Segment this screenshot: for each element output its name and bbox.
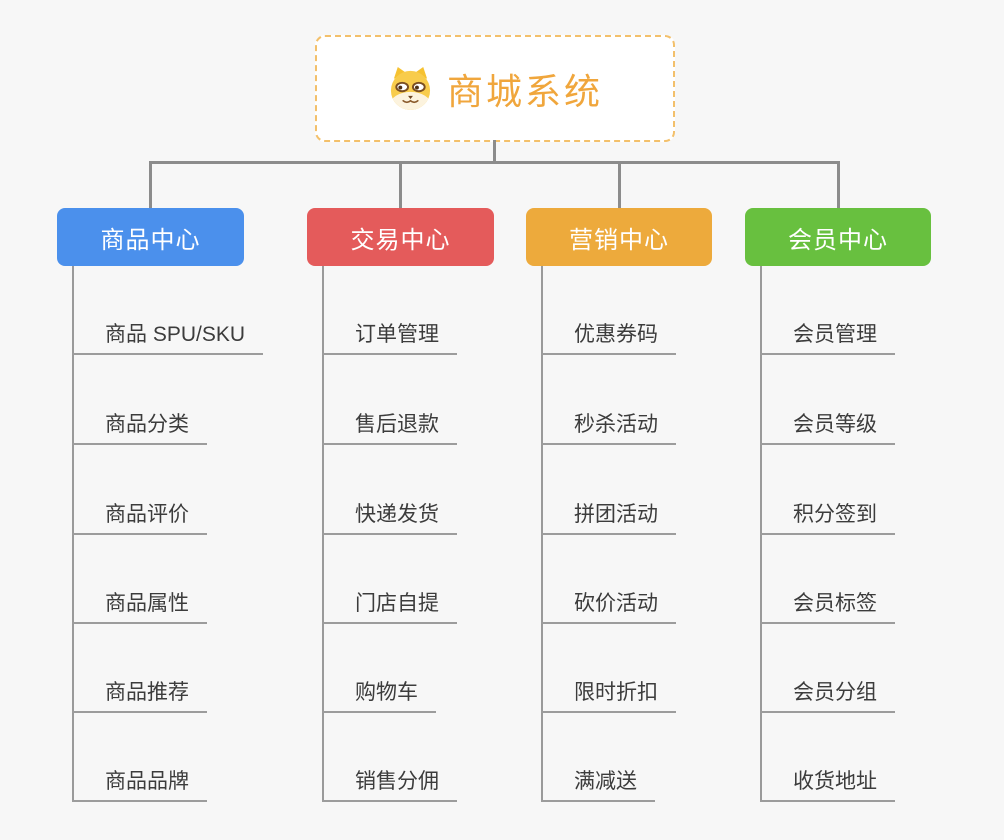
root-title: 商城系统 <box>446 70 603 112</box>
node-item[interactable]: 优惠券码 <box>541 315 676 355</box>
node-item[interactable]: 订单管理 <box>322 315 457 355</box>
node-item[interactable]: 商品 SPU/SKU <box>72 315 264 355</box>
node-item[interactable]: 会员标签 <box>760 584 895 624</box>
branch-label: 营销中心 <box>569 226 669 254</box>
node-item[interactable]: 拼团活动 <box>541 495 676 535</box>
connector-drop-product <box>149 163 152 208</box>
node-item[interactable]: 商品分类 <box>72 405 207 445</box>
node-item[interactable]: 商品推荐 <box>72 673 207 713</box>
node-item[interactable]: 会员等级 <box>760 405 895 445</box>
node-item[interactable]: 购物车 <box>322 673 436 713</box>
root-node[interactable]: 商城系统 <box>315 35 675 142</box>
branch-label: 会员中心 <box>788 226 888 254</box>
node-item[interactable]: 砍价活动 <box>541 584 676 624</box>
doge-icon <box>390 66 431 111</box>
connector-drop-member <box>837 163 840 208</box>
node-item[interactable]: 商品品牌 <box>72 762 207 802</box>
node-item[interactable]: 收货地址 <box>760 762 895 802</box>
node-item[interactable]: 售后退款 <box>322 405 457 445</box>
node-item[interactable]: 限时折扣 <box>541 673 676 713</box>
node-item[interactable]: 会员分组 <box>760 673 895 713</box>
node-item[interactable]: 门店自提 <box>322 584 457 624</box>
node-item[interactable]: 积分签到 <box>760 495 895 535</box>
node-item[interactable]: 满减送 <box>541 762 655 802</box>
branch-label: 商品中心 <box>100 226 201 254</box>
branch-label: 交易中心 <box>350 226 451 254</box>
branch-node-marketing-center[interactable]: 营销中心 <box>526 208 712 266</box>
branch-node-product-center[interactable]: 商品中心 <box>57 208 244 266</box>
node-item[interactable]: 会员管理 <box>760 315 895 355</box>
node-item[interactable]: 快递发货 <box>322 495 457 535</box>
node-item[interactable]: 商品评价 <box>72 495 207 535</box>
branch-node-member-center[interactable]: 会员中心 <box>745 208 931 266</box>
connector-root-stem <box>493 140 496 163</box>
node-item[interactable]: 秒杀活动 <box>541 405 676 445</box>
connector-horizontal <box>149 161 840 164</box>
node-item[interactable]: 销售分佣 <box>322 762 457 802</box>
connector-drop-marketing <box>618 163 621 208</box>
branch-node-trade-center[interactable]: 交易中心 <box>307 208 494 266</box>
connector-drop-trade <box>399 163 402 208</box>
node-item[interactable]: 商品属性 <box>72 584 207 624</box>
